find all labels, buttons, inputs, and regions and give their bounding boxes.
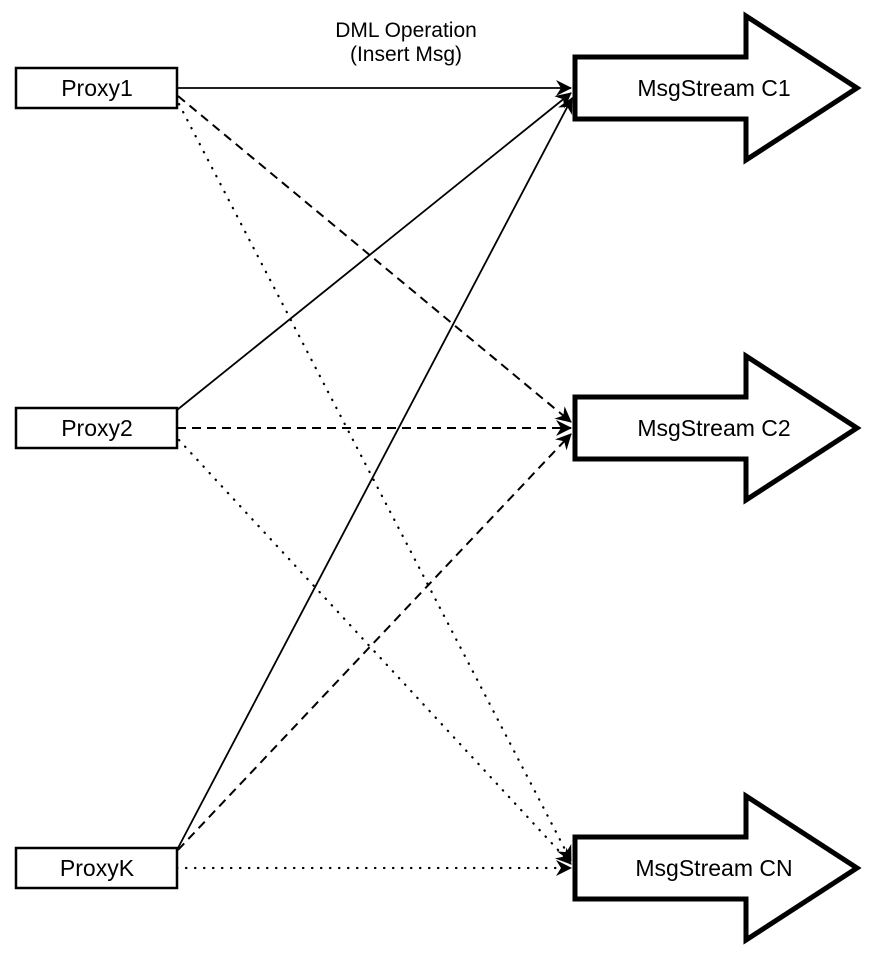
- stream-c1: MsgStream C1: [572, 11, 862, 165]
- edge-proxy2-c1-solid: [176, 92, 572, 411]
- proxy2-label: Proxy2: [61, 415, 133, 441]
- edge-proxy1-cn-dotted: [177, 102, 573, 863]
- block-arrow-cn: [572, 791, 862, 945]
- proxy1-label: Proxy1: [61, 75, 133, 101]
- edges: [175, 80, 573, 876]
- proxyk-label: ProxyK: [60, 855, 135, 881]
- edge-proxyk-c2-dashed: [177, 433, 572, 851]
- proxyk-box: [14, 846, 179, 890]
- edge-proxy2-cn-dotted: [177, 438, 573, 866]
- diagram-title-line1: DML Operation: [335, 19, 477, 42]
- stream-c2-label: MsgStream C2: [637, 415, 790, 441]
- diagram-title-line2: (Insert Msg): [350, 43, 462, 66]
- proxy2-box: [14, 406, 179, 450]
- node-proxyk: ProxyK: [14, 846, 179, 890]
- node-proxy1: Proxy1: [14, 66, 179, 110]
- stream-cn: MsgStream CN: [572, 791, 862, 945]
- stream-cn-label: MsgStream CN: [635, 855, 792, 881]
- edge-proxy1-c2-dashed: [177, 95, 572, 423]
- stream-c2: MsgStream C2: [572, 351, 862, 505]
- stream-c1-label: MsgStream C1: [637, 75, 790, 101]
- block-arrow-c1: [572, 11, 862, 165]
- node-proxy2: Proxy2: [14, 406, 179, 450]
- edge-proxyk-c1-solid: [177, 97, 573, 849]
- block-arrow-c2: [572, 351, 862, 505]
- proxy1-box: [14, 66, 179, 110]
- diagram-title: DML Operation (Insert Msg): [335, 19, 477, 66]
